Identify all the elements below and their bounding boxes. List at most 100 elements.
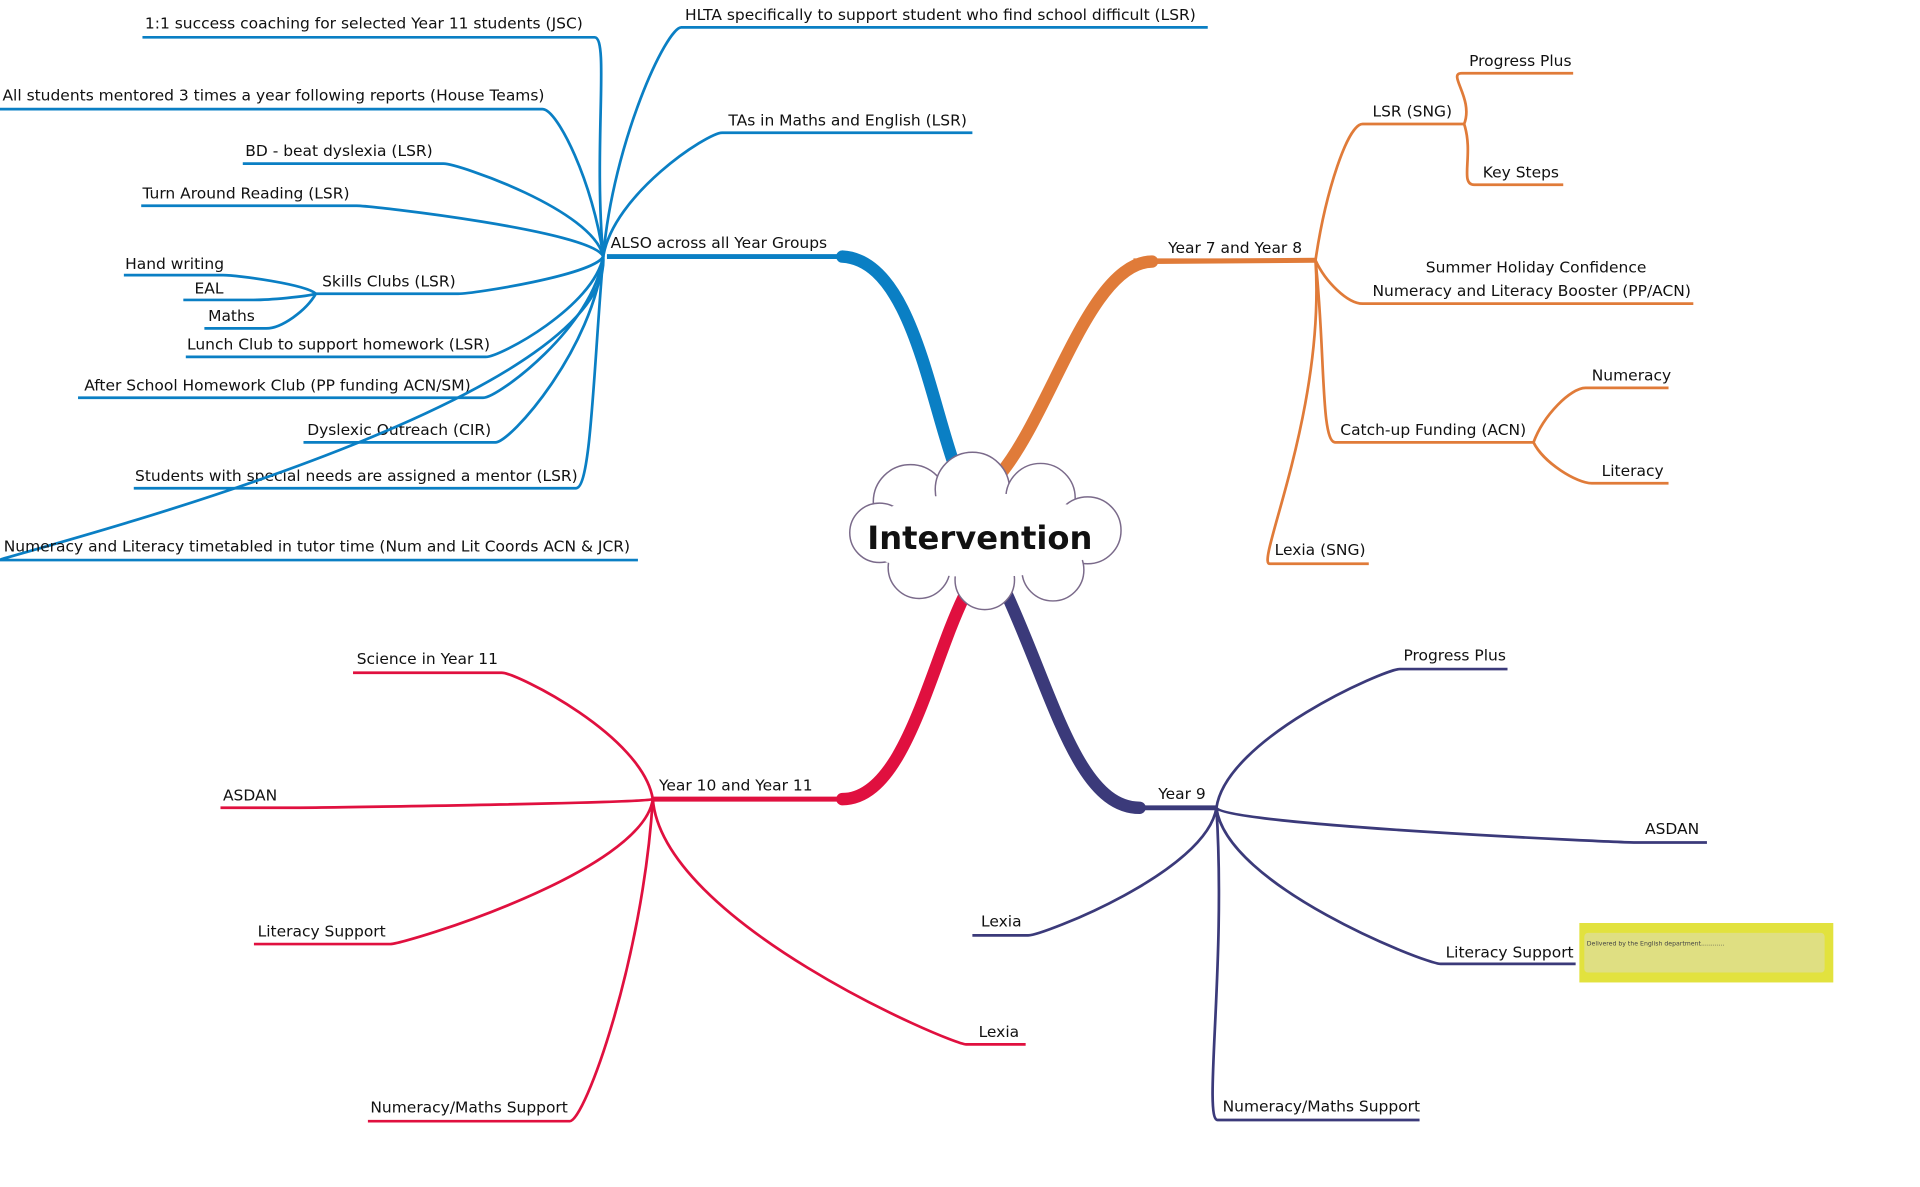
topic-year9[interactable]: Year 9 — [1121, 785, 1217, 810]
topic-progress-plus-y9-connector — [1215, 667, 1508, 808]
topic-lexia-y9[interactable]: Lexia — [972, 807, 1218, 937]
note-inner — [1584, 932, 1825, 973]
topic-year9-label: Year 9 — [1157, 785, 1206, 803]
topic-science-y11[interactable]: Science in Year 11 — [353, 650, 655, 800]
topic-year10-11[interactable]: Year 10 and Year 11 — [652, 776, 855, 801]
topic-special-needs-mentor-connector — [133, 256, 605, 490]
topic-lexia-y9-label: Lexia — [981, 913, 1022, 931]
topic-numeracy-label: Numeracy — [1592, 366, 1671, 384]
topic-literacy-label: Literacy — [1602, 462, 1664, 480]
topic-beat-dyslexia-connector — [242, 162, 605, 257]
topic-eal[interactable]: EAL — [183, 280, 317, 302]
branch-year9-trunk — [999, 586, 1146, 814]
topic-tas-connector — [601, 131, 973, 257]
branch-year10-11-trunk — [836, 591, 970, 806]
topic-maths[interactable]: Maths — [204, 293, 318, 330]
topic-tutor-time[interactable]: Numeracy and Literacy timetabled in tuto… — [0, 256, 638, 562]
topic-all-years[interactable]: ALSO across all Year Groups — [606, 234, 855, 259]
branch-year7-8[interactable] — [998, 257, 1316, 475]
branch-year9[interactable] — [1003, 591, 1217, 811]
topic-numeracy-maths-y10-label: Numeracy/Maths Support — [370, 1099, 567, 1117]
topic-turn-around-reading[interactable]: Turn Around Reading (LSR) — [141, 184, 605, 258]
topic-literacy-support-y9[interactable]: Literacy Support — [1215, 807, 1576, 966]
topic-science-y11-connector — [353, 671, 655, 800]
topic-numeracy-maths-y9[interactable]: Numeracy/Maths Support — [1211, 807, 1421, 1122]
topic-asdan-y9-connector — [1215, 806, 1707, 844]
topic-hand-writing[interactable]: Hand writing — [123, 255, 317, 295]
topic-numeracy[interactable]: Numeracy — [1532, 366, 1672, 443]
topic-numeracy-maths-y10[interactable]: Numeracy/Maths Support — [367, 799, 655, 1123]
topic-lexia-sng[interactable]: Lexia (SNG) — [1266, 260, 1369, 566]
topic-literacy-support-y9-connector — [1215, 807, 1576, 966]
topic-hand-writing-label: Hand writing — [125, 255, 224, 273]
topic-year7-8[interactable]: Year 7 and Year 8 — [1133, 239, 1316, 263]
topic-catch-up-funding[interactable]: Catch-up Funding (ACN) — [1314, 260, 1534, 444]
topic-skills-clubs[interactable]: Skills Clubs (LSR) — [315, 255, 605, 296]
topic-year7-8-label: Year 7 and Year 8 — [1167, 239, 1302, 257]
topic-beat-dyslexia[interactable]: BD - beat dyslexia (LSR) — [242, 142, 605, 257]
topic-key-steps-label: Key Steps — [1483, 163, 1559, 181]
topic-year10-11-label: Year 10 and Year 11 — [658, 776, 813, 794]
topic-tutor-time-label: Numeracy and Literacy timetabled in tuto… — [4, 537, 630, 555]
topic-special-needs-mentor[interactable]: Students with special needs are assigned… — [133, 256, 605, 490]
topic-progress-plus-y78[interactable]: Progress Plus — [1455, 52, 1574, 125]
topic-literacy-support-y10-label: Literacy Support — [258, 923, 386, 941]
topic-progress-plus-y78-label: Progress Plus — [1469, 52, 1571, 70]
topic-progress-plus-y78-connector — [1455, 71, 1574, 125]
topic-asdan-y10[interactable]: ASDAN — [220, 786, 654, 810]
branch-year10-11[interactable] — [652, 596, 966, 802]
note-box[interactable]: Delivered by the English department.....… — [1579, 922, 1834, 983]
topic-key-steps[interactable]: Key Steps — [1462, 123, 1564, 187]
topic-mentored[interactable]: All students mentored 3 times a year fol… — [0, 86, 605, 257]
topic-numeracy-maths-y9-label: Numeracy/Maths Support — [1223, 1097, 1421, 1115]
topic-after-school-club[interactable]: After School Homework Club (PP funding A… — [78, 256, 605, 400]
topic-mentored-label: All students mentored 3 times a year fol… — [2, 86, 544, 104]
topic-numeracy-maths-y10-connector — [367, 799, 655, 1123]
topic-summer-holiday-line1[interactable]: Summer Holiday Confidence — [1426, 259, 1647, 277]
topic-numeracy-maths-y9-connector — [1211, 807, 1420, 1122]
topic-hlta-label: HLTA specifically to support student who… — [685, 6, 1196, 24]
topic-lunch-club[interactable]: Lunch Club to support homework (LSR) — [185, 256, 605, 359]
topic-progress-plus-y9[interactable]: Progress Plus — [1215, 646, 1508, 808]
topic-literacy[interactable]: Literacy — [1532, 441, 1669, 485]
topic-special-needs-mentor-label: Students with special needs are assigned… — [135, 467, 578, 485]
topic-maths-connector — [204, 293, 318, 330]
topic-tas-label: TAs in Maths and English (LSR) — [727, 111, 967, 129]
topic-lexia-y9-connector — [972, 807, 1218, 937]
topic-dyslexic-outreach[interactable]: Dyslexic Outreach (CIR) — [303, 256, 605, 444]
topic-lsr-sng[interactable]: LSR (SNG) — [1314, 103, 1465, 261]
topic-lexia-sng-label: Lexia (SNG) — [1275, 541, 1366, 559]
topic-eal-connector — [183, 292, 317, 302]
central-topic[interactable]: Intervention — [849, 451, 1122, 611]
topic-tas[interactable]: TAs in Maths and English (LSR) — [601, 111, 973, 257]
branch-year7-8-trunk — [994, 255, 1159, 480]
topic-literacy-support-y10-connector — [253, 798, 655, 946]
topic-dyslexic-outreach-label: Dyslexic Outreach (CIR) — [307, 421, 491, 439]
topic-asdan-y9[interactable]: ASDAN — [1215, 806, 1707, 844]
topic-hlta-connector — [601, 26, 1208, 257]
topic-literacy-support-y9-label: Literacy Support — [1446, 944, 1574, 962]
topic-tutor-time-connector — [0, 256, 638, 562]
topic-lexia-y10-connector — [651, 799, 1026, 1046]
topic-dyslexic-outreach-connector — [303, 256, 605, 444]
topic-eal-label: EAL — [194, 280, 223, 298]
topic-asdan-y10-connector — [220, 797, 654, 810]
topic-hlta[interactable]: HLTA specifically to support student who… — [601, 6, 1208, 257]
branch-all-years[interactable] — [606, 254, 959, 472]
topic-lunch-club-label: Lunch Club to support homework (LSR) — [187, 335, 490, 353]
topic-asdan-y10-label: ASDAN — [223, 786, 277, 804]
topic-literacy-connector — [1532, 441, 1669, 485]
topic-lexia-y10-label: Lexia — [979, 1023, 1020, 1041]
topic-success-coaching[interactable]: 1:1 success coaching for selected Year 1… — [142, 15, 605, 257]
topic-key-steps-connector — [1462, 123, 1564, 187]
topic-lexia-y10[interactable]: Lexia — [651, 799, 1026, 1046]
topic-beat-dyslexia-label: BD - beat dyslexia (LSR) — [245, 142, 432, 160]
topic-summer-holiday-line2[interactable]: Numeracy and Literacy Booster (PP/ACN) — [1314, 259, 1694, 306]
topic-progress-plus-y9-label: Progress Plus — [1403, 646, 1505, 664]
topic-literacy-support-y10[interactable]: Literacy Support — [253, 798, 655, 946]
topic-science-y11-label: Science in Year 11 — [357, 650, 498, 668]
topic-all-years-label: ALSO across all Year Groups — [611, 234, 827, 252]
topic-turn-around-reading-connector — [141, 204, 605, 258]
